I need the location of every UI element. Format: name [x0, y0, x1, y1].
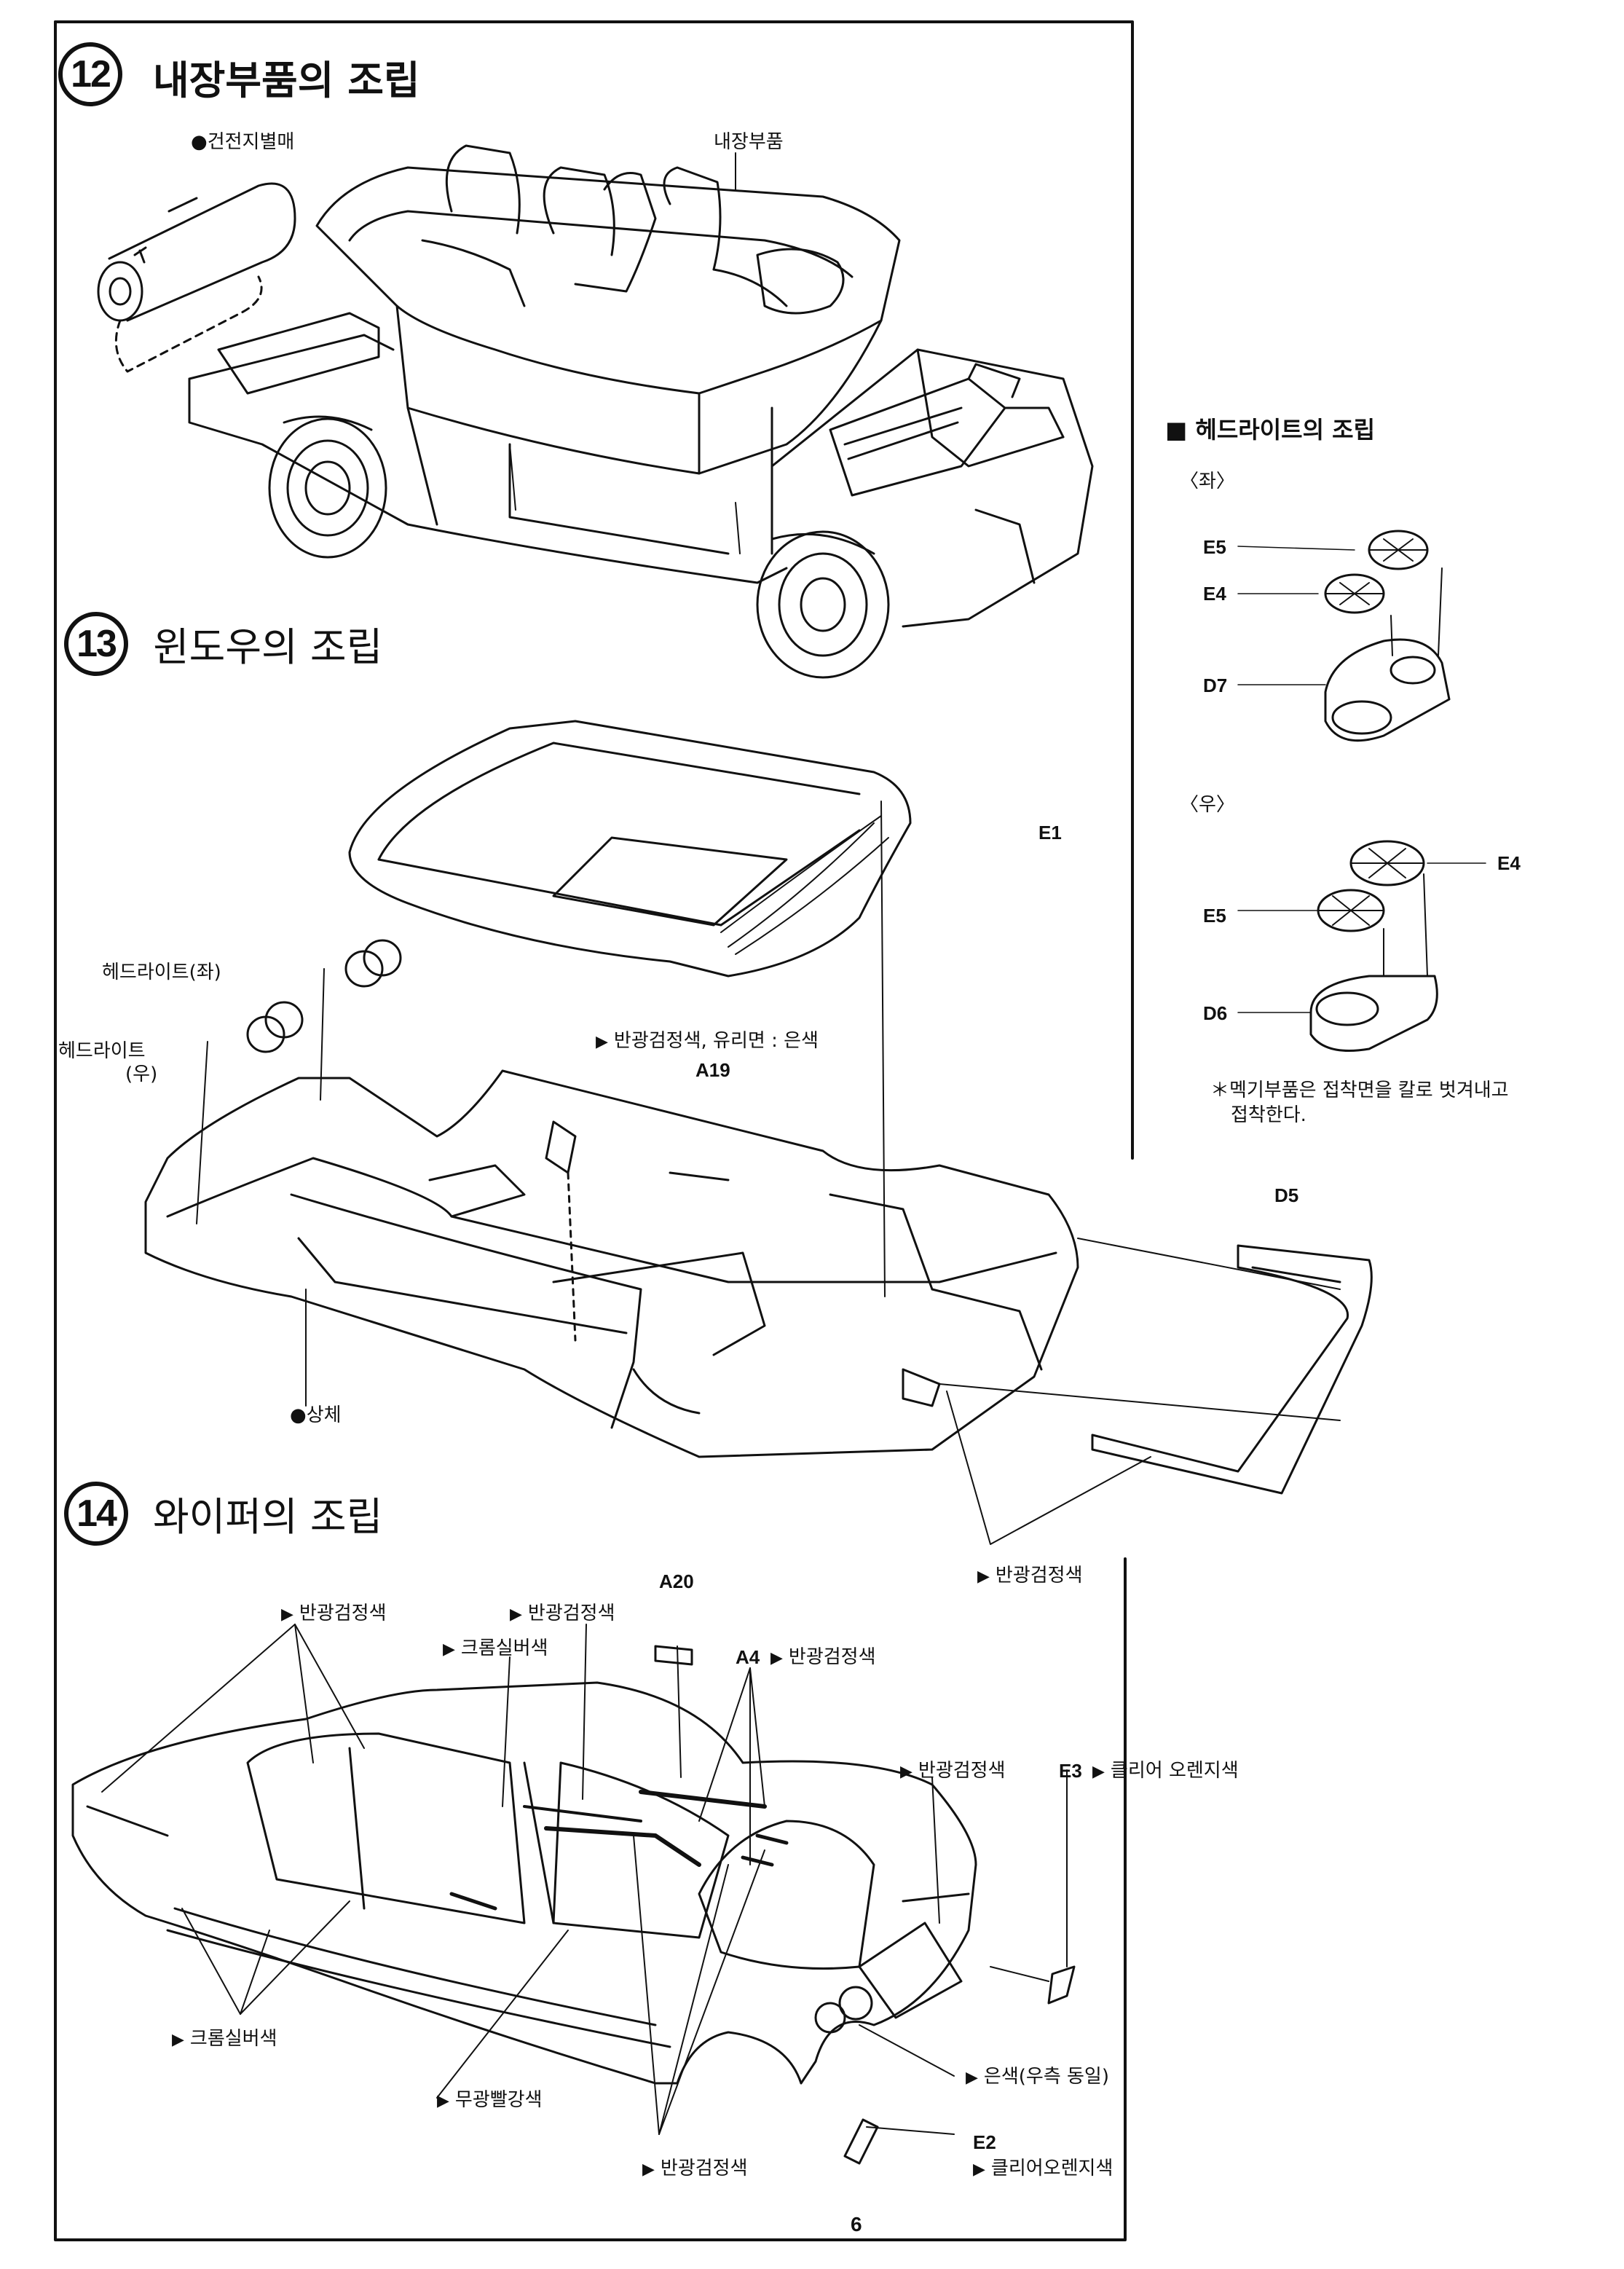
headlight-parts — [196, 939, 402, 1224]
step-number-12: 12 — [58, 42, 122, 106]
part-code-e3: E3 — [1059, 1760, 1082, 1782]
marker-e3-e2 — [843, 1965, 1076, 2165]
paint-note-semi-gloss-4: ▶반광검정색 — [642, 2158, 748, 2179]
right-part-d6: D6 — [1203, 1002, 1228, 1024]
step-number-13: 13 — [64, 612, 128, 676]
paint-note-semi-gloss-2: ▶반광검정색 — [510, 1603, 615, 1624]
headlight-left-side: 〈좌〉 — [1180, 471, 1235, 492]
part-code-a19: A19 — [695, 1059, 730, 1081]
step-title-14: 와이퍼의 조립 — [153, 1494, 383, 1540]
paint-note-semi-gloss-bumper: ▶반광검정색 — [977, 1565, 1083, 1586]
part-code-a20: A20 — [659, 1570, 694, 1592]
plating-note-line2: 접착한다. — [1231, 1104, 1306, 1126]
right-part-e5: E5 — [1203, 905, 1226, 927]
left-part-e4: E4 — [1203, 583, 1226, 605]
chassis-frame — [188, 312, 1094, 628]
page-number: 6 — [851, 2213, 862, 2235]
paint-note-semi-gloss-1: ▶반광검정색 — [281, 1603, 387, 1624]
part-code-d5: D5 — [1274, 1184, 1299, 1206]
step-title-12: 내장부품의 조립 — [153, 58, 420, 103]
interior-parts-label: 내장부품 — [714, 131, 784, 153]
headlight-right-side-label: 〈우〉 — [1180, 794, 1235, 816]
left-part-d7: D7 — [1203, 675, 1228, 696]
headlight-section-title: ■ 헤드라이트의 조립 — [1165, 416, 1376, 444]
headlight-left-label: 헤드라이트(좌) — [102, 962, 221, 983]
paint-note-clear-orange-e2: ▶클리어오렌지색 — [973, 2158, 1113, 2179]
paint-note-chrome-silver-1: ▶크롬실버색 — [443, 1637, 548, 1659]
paint-note-silver: ▶은색(우측 동일) — [966, 2066, 1109, 2088]
part-code-e2: E2 — [973, 2131, 996, 2153]
frame-top-right — [54, 20, 1134, 1160]
wipers — [523, 1645, 767, 1867]
paint-note-semi-gloss-a4: ▶반광검정색 — [770, 1646, 876, 1668]
car-body-side — [71, 1681, 977, 2085]
headlight-right-side: (우) — [125, 1063, 158, 1085]
wheels — [268, 415, 890, 679]
step-title-13: 윈도우의 조립 — [153, 624, 383, 670]
upper-body-label: ●상체 — [290, 1404, 342, 1426]
paint-note-semi-gloss-glass: ▶반광검정색, 유리면 : 은색 — [596, 1030, 819, 1052]
frame-left-bottom — [54, 20, 1127, 2241]
left-part-e5: E5 — [1203, 536, 1226, 558]
part-code-e1: E1 — [1038, 822, 1062, 843]
battery-label: ●건전지별매 — [191, 131, 295, 153]
part-code-a4: A4 — [736, 1646, 760, 1668]
plating-note-line1: ＊멕기부품은 접착면을 칼로 벗겨내고 — [1210, 1080, 1509, 1101]
bumper-d5 — [1091, 1244, 1373, 1495]
paint-note-matte-red: ▶무광빨강색 — [437, 2089, 543, 2111]
headlight-assembly-left — [1237, 530, 1451, 742]
battery-illustration — [97, 182, 296, 373]
paint-note-clear-orange-e3: ▶클리어 오렌지색 — [1092, 1760, 1239, 1782]
paint-note-chrome-silver-2: ▶크롬실버색 — [172, 2028, 277, 2050]
step-number-14: 14 — [64, 1482, 128, 1546]
paint-note-semi-gloss-3: ▶반광검정색 — [900, 1760, 1006, 1782]
body-shell — [144, 801, 1341, 1458]
interior-tub — [315, 144, 901, 475]
right-part-e4: E4 — [1497, 852, 1521, 874]
headlight-right-label: 헤드라이트 — [58, 1040, 146, 1062]
headlight-assembly-right — [1237, 840, 1486, 1052]
window-part-e1 — [348, 720, 912, 978]
